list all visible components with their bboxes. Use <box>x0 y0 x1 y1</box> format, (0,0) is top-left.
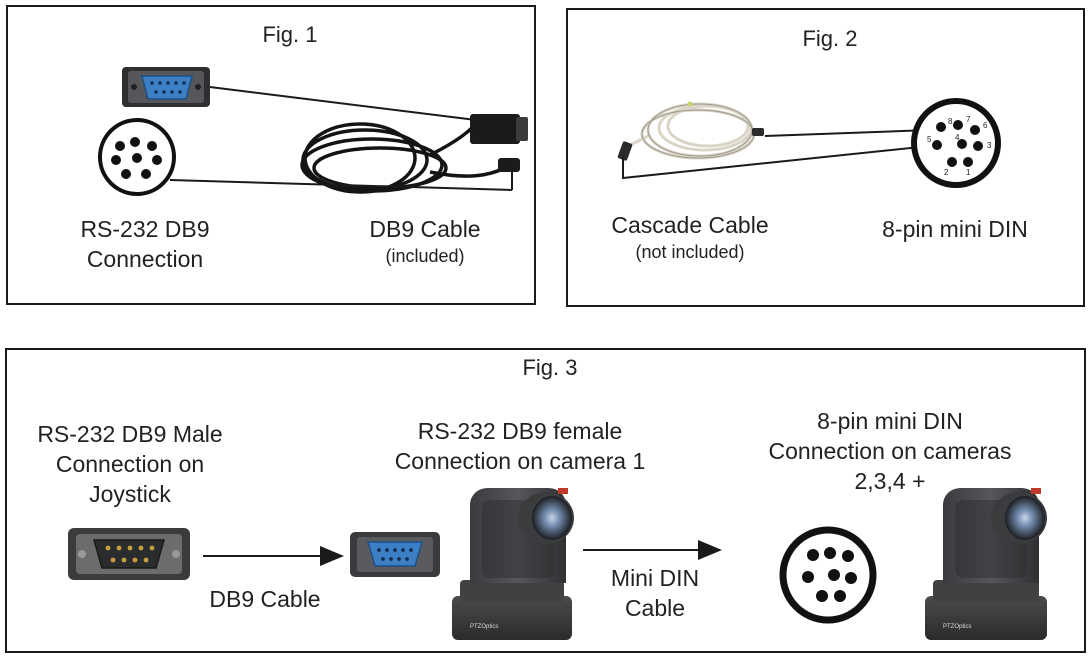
pin-label: 2 <box>944 168 949 177</box>
pin-label: 8 <box>948 117 953 126</box>
fig1-included-note: (included) <box>385 246 465 266</box>
fig3-db9-cable-label: DB9 Cable <box>209 586 321 612</box>
fig2-cascade-cable-label: Cascade Cable <box>611 212 769 238</box>
db9-cable-icon <box>300 122 506 194</box>
fig2-title: Fig. 2 <box>802 26 858 51</box>
pin-label: 7 <box>966 115 971 124</box>
db9-female-connector-icon <box>122 67 210 107</box>
ptz-camera-2-icon: PTZOptics <box>925 488 1047 640</box>
fig3-cameras-label-line2: Connection on cameras <box>768 438 1012 464</box>
fig1-rs232-label-line1: RS-232 DB9 <box>80 216 210 242</box>
fig2-not-included-note: (not included) <box>635 242 745 262</box>
camera-brand-text: PTZOptics <box>943 624 971 630</box>
pin-label: 4 <box>955 133 960 142</box>
camera-brand-text: PTZOptics <box>470 624 498 630</box>
fig3-title: Fig. 3 <box>522 355 578 380</box>
fig1-panel <box>6 5 536 305</box>
fig3-joystick-label-line1: RS-232 DB9 Male <box>37 421 223 447</box>
fig3-joystick-label-line2: Connection on <box>55 451 205 477</box>
fig2-mini-din-label: 8-pin mini DIN <box>882 216 1028 242</box>
fig3-joystick-label-line3: Joystick <box>89 481 171 507</box>
db9-plug-icon <box>470 114 520 144</box>
fig1-rs232-label-line2: Connection <box>86 246 204 272</box>
fig3-mini-din-cable-line1: Mini DIN <box>610 565 700 591</box>
pin-label: 6 <box>983 121 988 130</box>
db9-male-connector-icon <box>68 528 190 580</box>
ptz-camera-1-icon: PTZOptics <box>452 488 574 640</box>
pin-label: 5 <box>927 135 932 144</box>
fig3-camera1-label-line1: RS-232 DB9 female <box>417 418 623 444</box>
fig3-cameras-label-line1: 8-pin mini DIN <box>817 408 963 434</box>
mini-din-8pin-icon: 8 7 6 5 4 3 2 1 <box>911 98 1001 188</box>
fig1-title: Fig. 1 <box>262 22 318 47</box>
mini-din-camera-icon <box>779 526 877 624</box>
db9-female-camera-icon <box>350 532 440 577</box>
fig3-cameras-label-line3: 2,3,4 + <box>854 468 926 494</box>
pin-label: 3 <box>987 141 992 150</box>
fig3-mini-din-cable-line2: Cable <box>624 595 686 621</box>
mini-din-connector-icon <box>98 118 176 196</box>
pin-label: 1 <box>966 168 971 177</box>
fig1-db9-cable-label: DB9 Cable <box>369 216 481 242</box>
din-plug-icon <box>498 158 520 172</box>
fig3-camera1-label-line2: Connection on camera 1 <box>394 448 646 474</box>
